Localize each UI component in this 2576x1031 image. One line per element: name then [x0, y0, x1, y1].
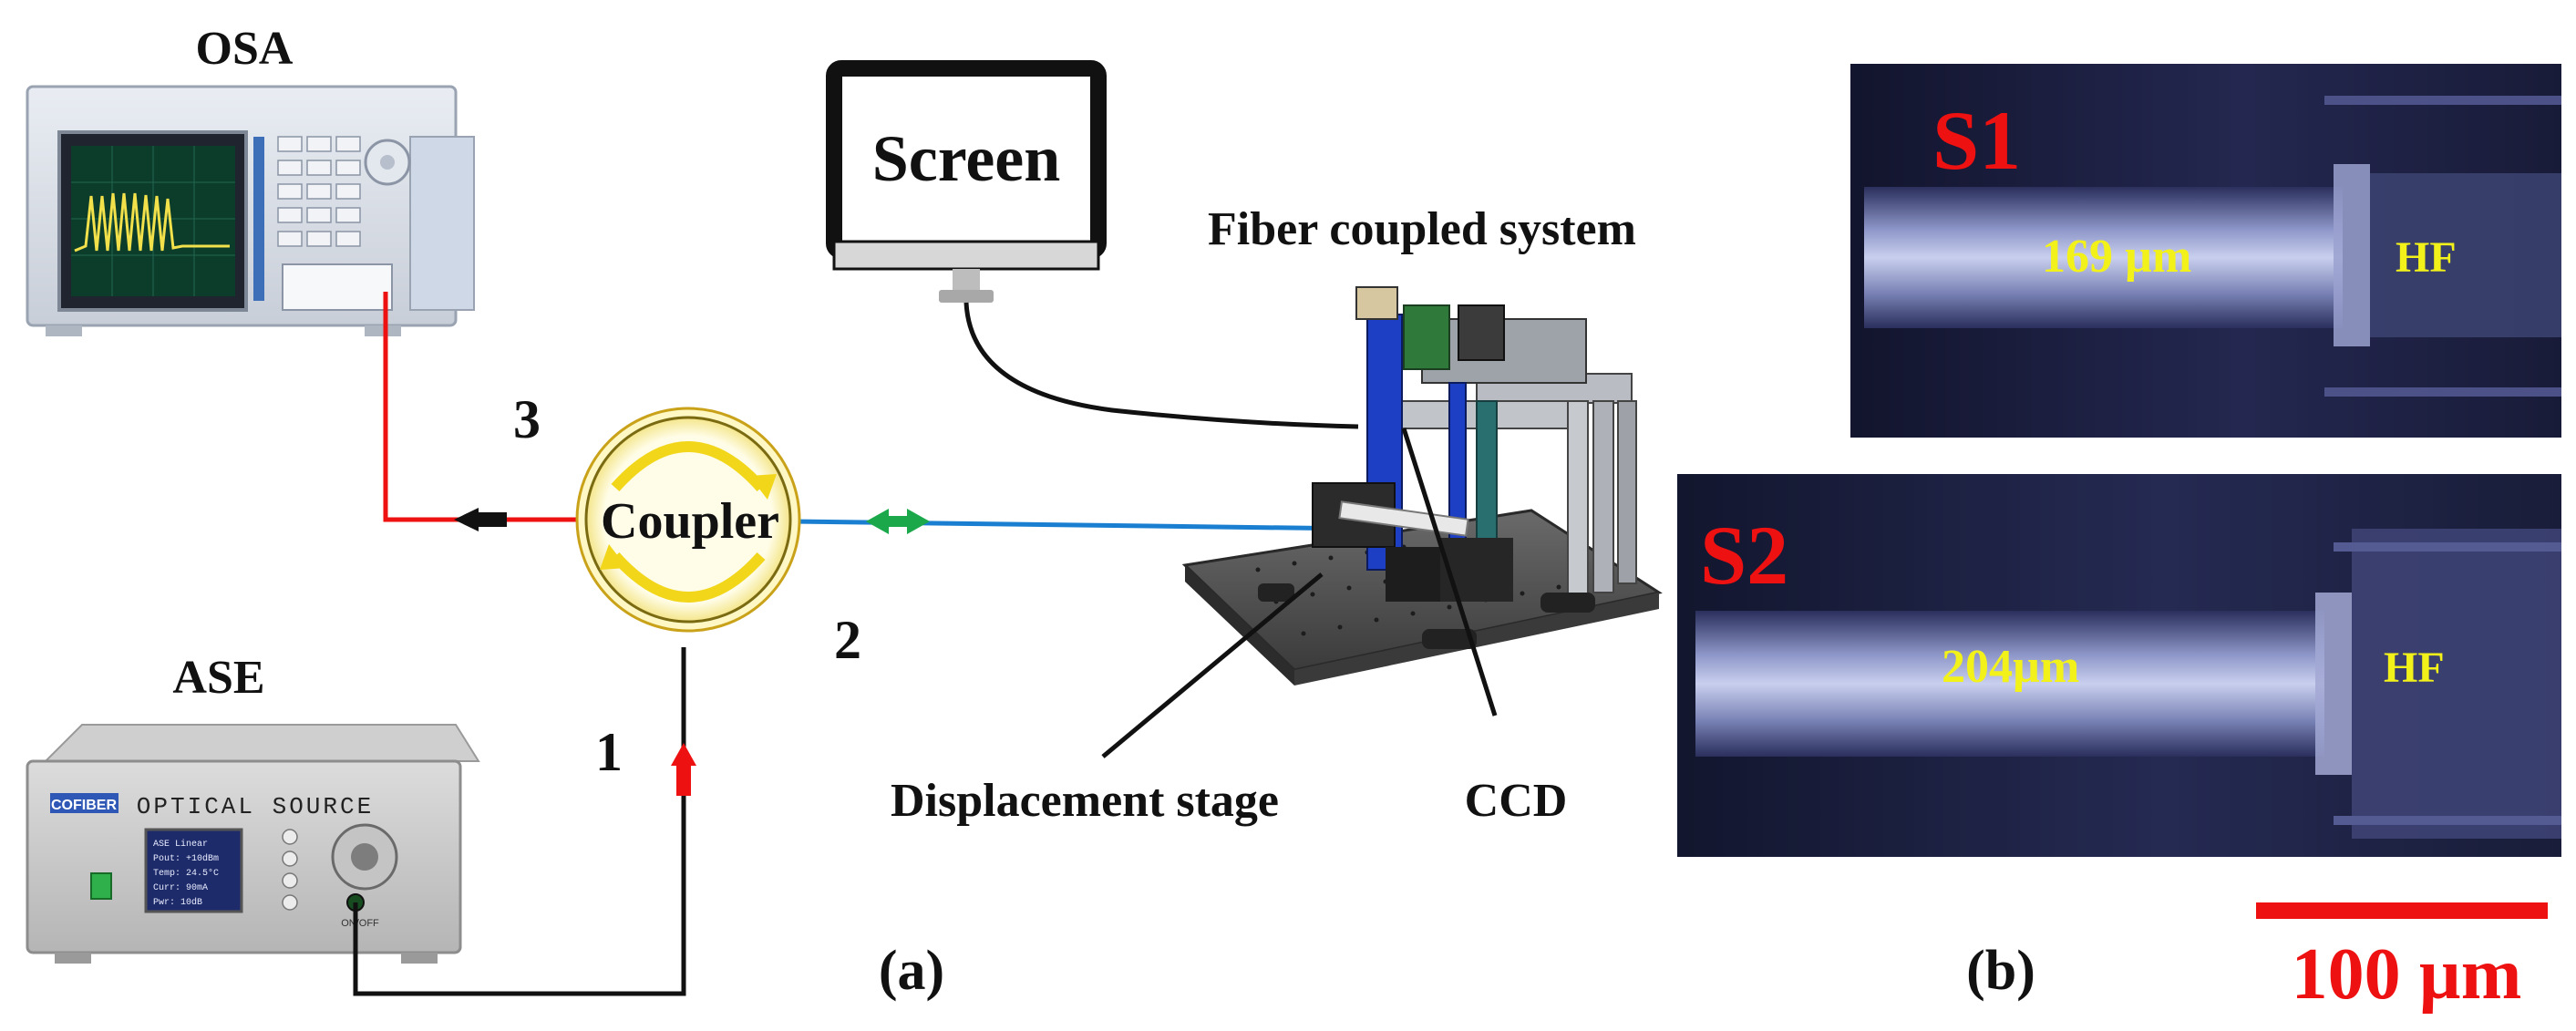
s1-measure: 169 µm — [2042, 231, 2191, 283]
ase-power-switch — [90, 872, 112, 900]
arrow-bidirectional-green — [866, 509, 930, 534]
ase-cable-black — [353, 647, 686, 996]
coupler — [575, 407, 801, 633]
s1-hf-label: HF — [2396, 233, 2457, 282]
ccd-label: CCD — [1465, 775, 1568, 827]
osa-fiber-red — [383, 292, 583, 522]
s2-fiber-segment — [1695, 611, 2324, 757]
osa-label: OSA — [196, 23, 294, 75]
arrow-up-red — [671, 743, 696, 796]
scale-bar-label: 100 µm — [2292, 934, 2522, 1015]
s1-fiber-segment — [1864, 187, 2343, 328]
micrograph-s2 — [1677, 474, 2561, 857]
s1-hollow-fiber — [2370, 173, 2561, 337]
ase-brand-plate — [50, 793, 118, 813]
osa-keypad — [277, 136, 361, 247]
ase-display-line-5: Pwr: 10dB — [153, 897, 202, 908]
displacement-stage-label: Displacement stage — [891, 775, 1279, 827]
port-2-label: 2 — [834, 610, 861, 670]
ase-display-line-3: Temp: 24.5°C — [153, 868, 219, 879]
coupler-circulation-arrow-top — [611, 441, 766, 491]
ase-buttons — [282, 829, 298, 911]
panel-b-label: (b) — [1966, 940, 2035, 1002]
ase-brand: COFIBER — [51, 798, 117, 813]
s2-hollow-fiber — [2352, 529, 2561, 839]
ase-display — [144, 828, 243, 913]
screen-label: Screen — [872, 122, 1061, 195]
port-3-label: 3 — [513, 389, 541, 449]
osa-instrument — [26, 85, 475, 336]
displacement-stage-pointer — [1101, 572, 1324, 758]
screen-to-ccd-cable — [963, 302, 1359, 429]
coupler-label: Coupler — [601, 493, 779, 550]
ase-display-line-1: ASE Linear — [153, 839, 208, 850]
panel-a-label: (a) — [879, 940, 944, 1002]
screen-monitor — [826, 60, 1107, 303]
s1-label: S1 — [1932, 94, 2021, 187]
osa-spectrum-trace — [74, 192, 230, 253]
ase-display-line-4: Curr: 90mA — [153, 883, 208, 893]
fiber-coupled-system-apparatus — [1181, 286, 1663, 686]
ase-display-line-2: Pout: +10dBm — [153, 853, 219, 864]
ase-knob-label: ON/OFF — [341, 918, 379, 929]
s2-hf-label: HF — [2384, 644, 2445, 692]
ccd-pointer — [1401, 428, 1498, 717]
s2-measure: 204µm — [1942, 641, 2079, 693]
scale-bar — [2256, 902, 2548, 919]
arrow-left-black — [454, 508, 479, 531]
micrograph-s1 — [1850, 64, 2561, 438]
port-1-label: 1 — [595, 722, 623, 782]
ase-source-instrument: COFIBER OPTICAL SOURCE ASE Linear Pout: … — [26, 724, 480, 964]
coupler-circulation-arrow-bottom — [611, 552, 766, 603]
ase-front-text: OPTICAL SOURCE — [137, 793, 374, 820]
fiber-coupled-system-label: Fiber coupled system — [1208, 203, 1636, 255]
s2-label: S2 — [1700, 509, 1788, 602]
ase-label: ASE — [172, 652, 264, 704]
